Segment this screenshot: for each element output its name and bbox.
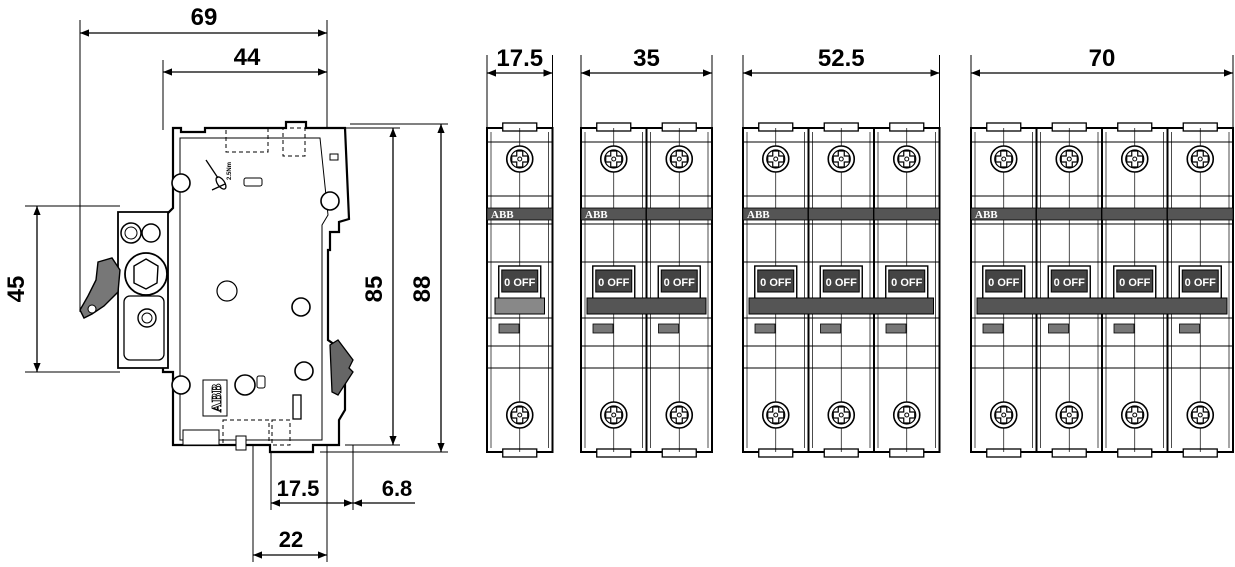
brand-label: ABB [585,209,608,221]
label-6-8: 6.8 [382,476,413,501]
terminal-screw-icon [892,401,921,429]
toggle-label: 0 OFF [1119,277,1150,289]
terminal-screw-icon [989,401,1018,429]
toggle-handle-bar [976,297,1228,315]
label-44: 44 [234,44,261,71]
label-22: 22 [279,527,303,552]
terminal-screw-icon [599,145,628,173]
toggle-handle-bar [748,297,934,315]
terminal-screw-icon [1186,145,1215,173]
terminal-screw-icon [665,145,694,173]
breaker-module: 0 OFF [1101,122,1169,458]
width-label: 17.5 [496,45,543,72]
toggle-label: 0 OFF [1185,277,1216,289]
terminal-screw-icon [892,145,921,173]
front-views: 17.5 0 OFF ABB 35 0 OFF 0 OFF ABB 52.5 0 OFF 0 OF… [486,45,1234,458]
terminal-screw-icon [599,401,628,429]
screwdriver-icon [205,159,227,191]
brand-label: ABB [747,209,770,221]
terminal-screw-icon [761,401,790,429]
label-17-5: 17.5 [277,476,320,501]
label-45: 45 [3,276,30,303]
toggle-label: 0 OFF [826,277,857,289]
terminal-screw-icon [1055,145,1084,173]
breaker-module: 0 OFF [580,122,648,458]
brand-label: ABB [491,209,514,221]
toggle-label: 0 OFF [504,277,535,289]
toggle-label: 0 OFF [664,277,695,289]
terminal-screw-icon [761,145,790,173]
width-label: 52.5 [818,45,865,72]
terminal-screw-icon [1055,401,1084,429]
terminal-screw-icon [1120,401,1149,429]
brand-label: ABB [975,209,998,221]
width-label: 70 [1089,45,1116,72]
terminal-screw-icon [827,401,856,429]
front-view-1-pole: 17.5 0 OFF ABB [486,45,554,458]
toggle-label: 0 OFF [598,277,629,289]
label-85: 85 [361,276,388,303]
toggle-label: 0 OFF [760,277,791,289]
terminal-screw-icon [1186,401,1215,429]
label-88: 88 [409,276,436,303]
toggle-label: 0 OFF [1054,277,1085,289]
breaker-side-body [161,120,351,454]
breaker-module: 0 OFF [1166,122,1234,458]
breaker-module: 0 OFF [873,122,941,458]
terminal-screw-icon [665,401,694,429]
label-69: 69 [191,4,218,31]
front-view-4-pole: 70 0 OFF 0 OFF 0 OFF 0 OFF ABB [970,45,1234,458]
breaker-module: 0 OFF [807,122,875,458]
breaker-module: 0 OFF [1035,122,1103,458]
toggle-handle-bar [586,297,707,315]
torque-label: 2.5Nm [227,162,233,180]
breaker-module: 0 OFF [486,122,554,458]
front-view-3-pole: 52.5 0 OFF 0 OFF 0 OFF ABB [742,45,941,458]
terminal-screw-icon [989,145,1018,173]
svg-text:ABB: ABB [210,384,225,413]
toggle-lever-side [79,257,121,319]
breaker-module: 0 OFF [645,122,713,458]
toggle-label: 0 OFF [891,277,922,289]
abb-logo-side: ABB [202,379,228,417]
terminal-screw-icon [827,145,856,173]
terminal-screw-icon [1120,145,1149,173]
toggle-label: 0 OFF [988,277,1019,289]
terminal-screw-icon [505,145,534,173]
terminal-screw-icon [505,401,534,429]
toggle-handle [494,297,545,315]
front-view-2-pole: 35 0 OFF 0 OFF ABB [580,45,713,458]
din-clip [329,339,354,396]
side-view: 69 44 45 85 88 17.5 6.8 22 [3,4,448,562]
width-label: 35 [633,45,660,72]
breaker-module: 0 OFF [970,122,1038,458]
breaker-module: 0 OFF [742,122,810,458]
